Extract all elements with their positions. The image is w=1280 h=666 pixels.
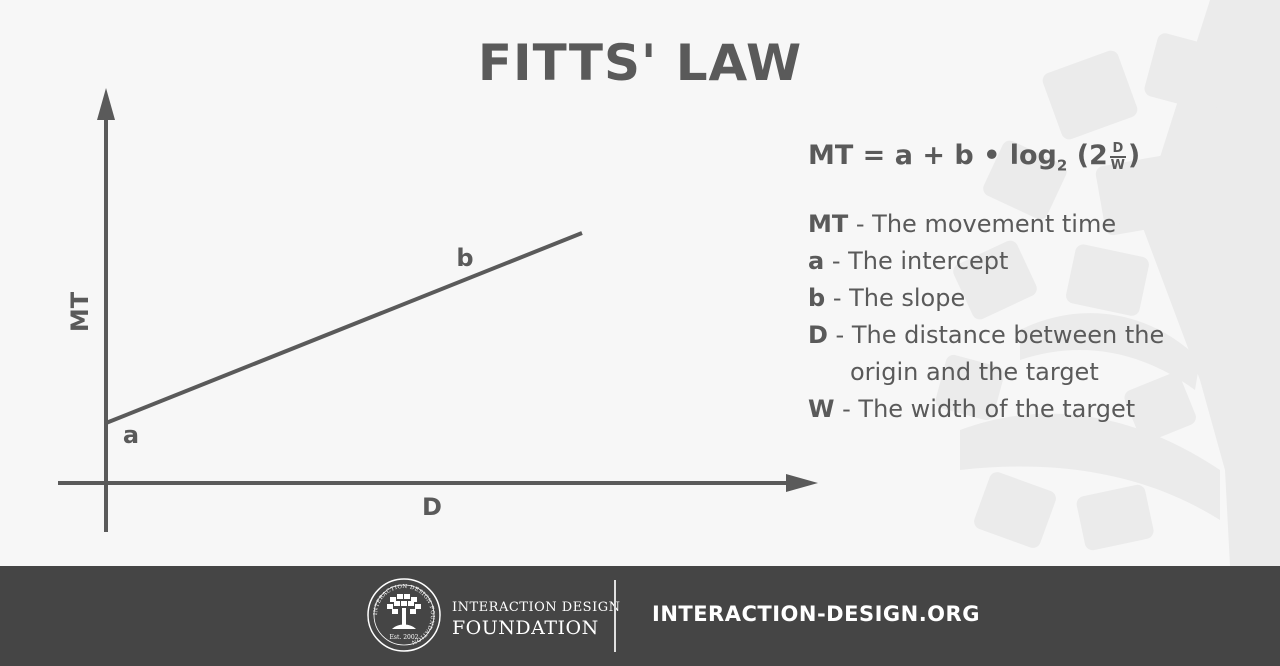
formula-log-base: 2 [1056, 156, 1068, 175]
intercept-label: a [123, 421, 139, 449]
logo-tree-icon [387, 594, 421, 629]
slope-label: b [456, 244, 473, 272]
footer-bar: INTERACTION DESIGN FOUNDATION Est. 2002 … [0, 566, 1280, 666]
x-axis-arrowhead [786, 474, 818, 492]
legend-symbol: MT [808, 210, 849, 238]
legend-text: - The intercept [824, 247, 1009, 275]
legend-text: - The width of the target [834, 395, 1136, 423]
legend-symbol: W [808, 395, 835, 423]
formula-denominator: W [1110, 157, 1126, 173]
legend-text: - The movement time [848, 210, 1117, 238]
legend-symbol: a [808, 247, 825, 275]
formula-numerator: D [1112, 140, 1124, 156]
idf-logo-icon: INTERACTION DESIGN FOUNDATION Est. 2002 [367, 578, 441, 652]
logo-est-text: Est. 2002 [390, 634, 419, 641]
legend-text: - The distance between the [827, 321, 1165, 349]
legend-text: - The slope [825, 284, 966, 312]
org-name-line1: INTERACTION DESIGN [452, 600, 621, 615]
fraction-bar [1109, 155, 1126, 158]
legend-item-d-continuation: origin and the target [850, 358, 1099, 386]
legend-item-w: W - The width of the target [808, 391, 1164, 428]
x-axis-label: D [422, 493, 442, 521]
legend-item-mt: MT - The movement time [808, 206, 1164, 243]
legend-symbol: D [808, 321, 828, 349]
website-url: INTERACTION-DESIGN.ORG [652, 602, 980, 626]
legend-item-b: b - The slope [808, 280, 1164, 317]
legend-item-a: a - The intercept [808, 243, 1164, 280]
footer-divider [614, 580, 616, 652]
background-tree-decoration [935, 0, 1280, 566]
legend-item-d: D - The distance between the [808, 317, 1164, 354]
variable-legend: MT - The movement time a - The intercept… [808, 206, 1164, 428]
formula-close: ) [1127, 140, 1141, 171]
organization-name: INTERACTION DESIGN FOUNDATION [452, 600, 620, 639]
regression-line [105, 231, 583, 425]
formula-open: (2 [1067, 140, 1108, 171]
org-name-line2: FOUNDATION [452, 617, 599, 639]
y-axis-arrowhead [97, 88, 115, 120]
y-axis-label: MT [66, 291, 94, 332]
page-title: FITTS' LAW [477, 34, 803, 92]
legend-symbol: b [808, 284, 826, 312]
formula-lhs: MT = a + b • log [808, 140, 1057, 171]
fitts-law-graph: MT D a b [58, 88, 818, 532]
